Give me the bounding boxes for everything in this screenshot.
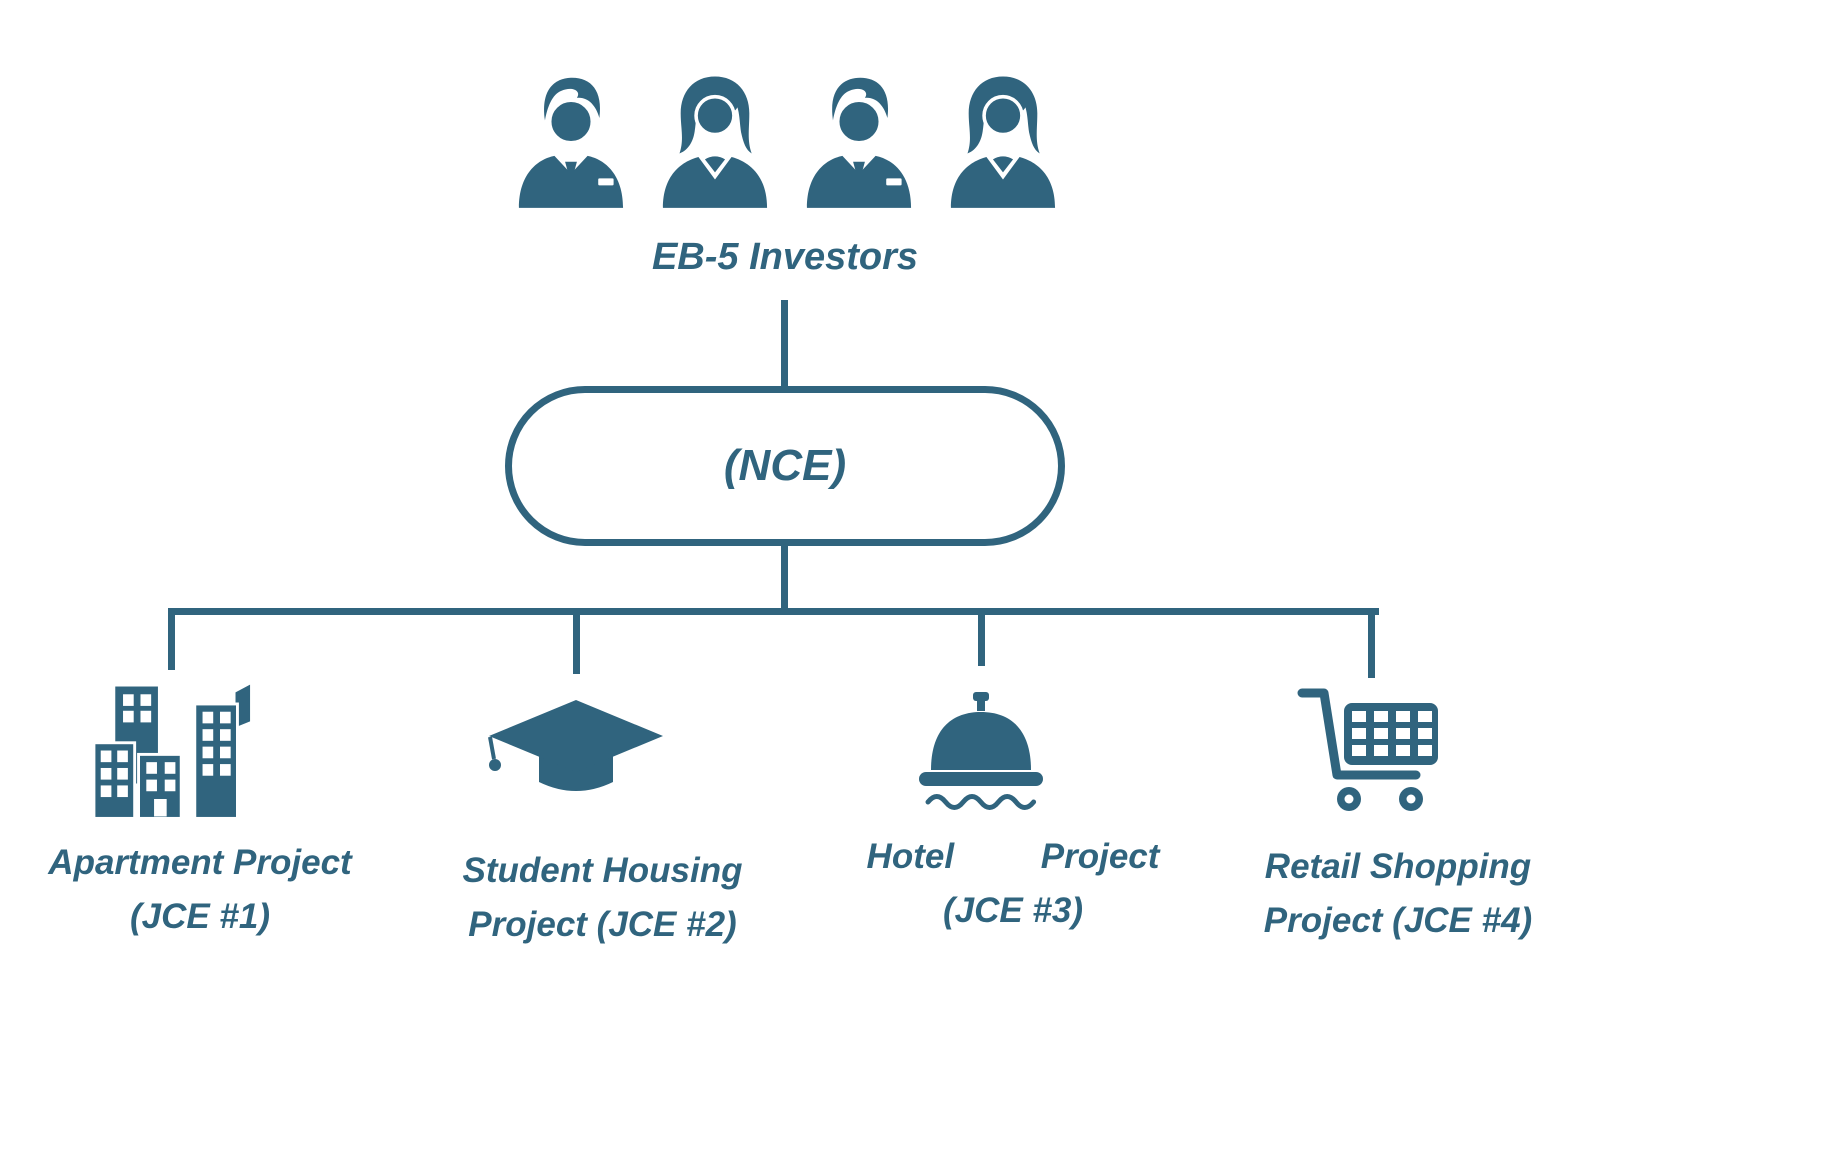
apartment-project-line2: (JCE #1) xyxy=(129,897,271,937)
connector-investors-to-nce xyxy=(781,300,788,392)
retail-project-line2: Project (JCE #4) xyxy=(1263,901,1533,941)
hotel-bell-icon xyxy=(910,690,1052,818)
branch-bar xyxy=(168,608,1379,615)
hotel-project-line2: (JCE #3) xyxy=(942,891,1084,931)
branch-drop-apartment xyxy=(168,608,175,670)
retail-project-label: Retail Shopping Project (JCE #4) xyxy=(1200,840,1596,949)
branch-drop-student-housing xyxy=(573,608,580,674)
businesswoman-icon xyxy=(644,58,786,230)
branch-drop-retail xyxy=(1368,608,1375,678)
retail-project-line1: Retail Shopping xyxy=(1264,847,1532,886)
businessman-icon xyxy=(500,58,642,230)
hotel-project-label: Hotel Project (JCE #3) xyxy=(818,830,1208,939)
businessman-icon xyxy=(788,58,930,230)
apartment-project-label: Apartment Project (JCE #1) xyxy=(10,836,390,945)
businesswoman-icon xyxy=(932,58,1074,230)
student-housing-line2: Project (JCE #2) xyxy=(468,905,737,945)
investors-group xyxy=(500,58,1074,230)
student-housing-project-label: Student Housing Project (JCE #2) xyxy=(405,844,800,953)
buildings-icon xyxy=(92,680,252,822)
graduation-cap-icon xyxy=(485,696,667,808)
branch-drop-hotel xyxy=(978,608,985,666)
connector-nce-to-branches xyxy=(781,543,788,613)
shopping-cart-icon xyxy=(1294,666,1446,830)
nce-node: (NCE) xyxy=(505,386,1065,546)
investors-label: EB-5 Investors xyxy=(651,236,919,278)
student-housing-line1: Student Housing xyxy=(462,851,743,890)
apartment-project-line1: Apartment Project xyxy=(48,843,352,882)
nce-label: (NCE) xyxy=(723,441,847,490)
hotel-project-line1: Hotel Project xyxy=(866,837,1160,876)
